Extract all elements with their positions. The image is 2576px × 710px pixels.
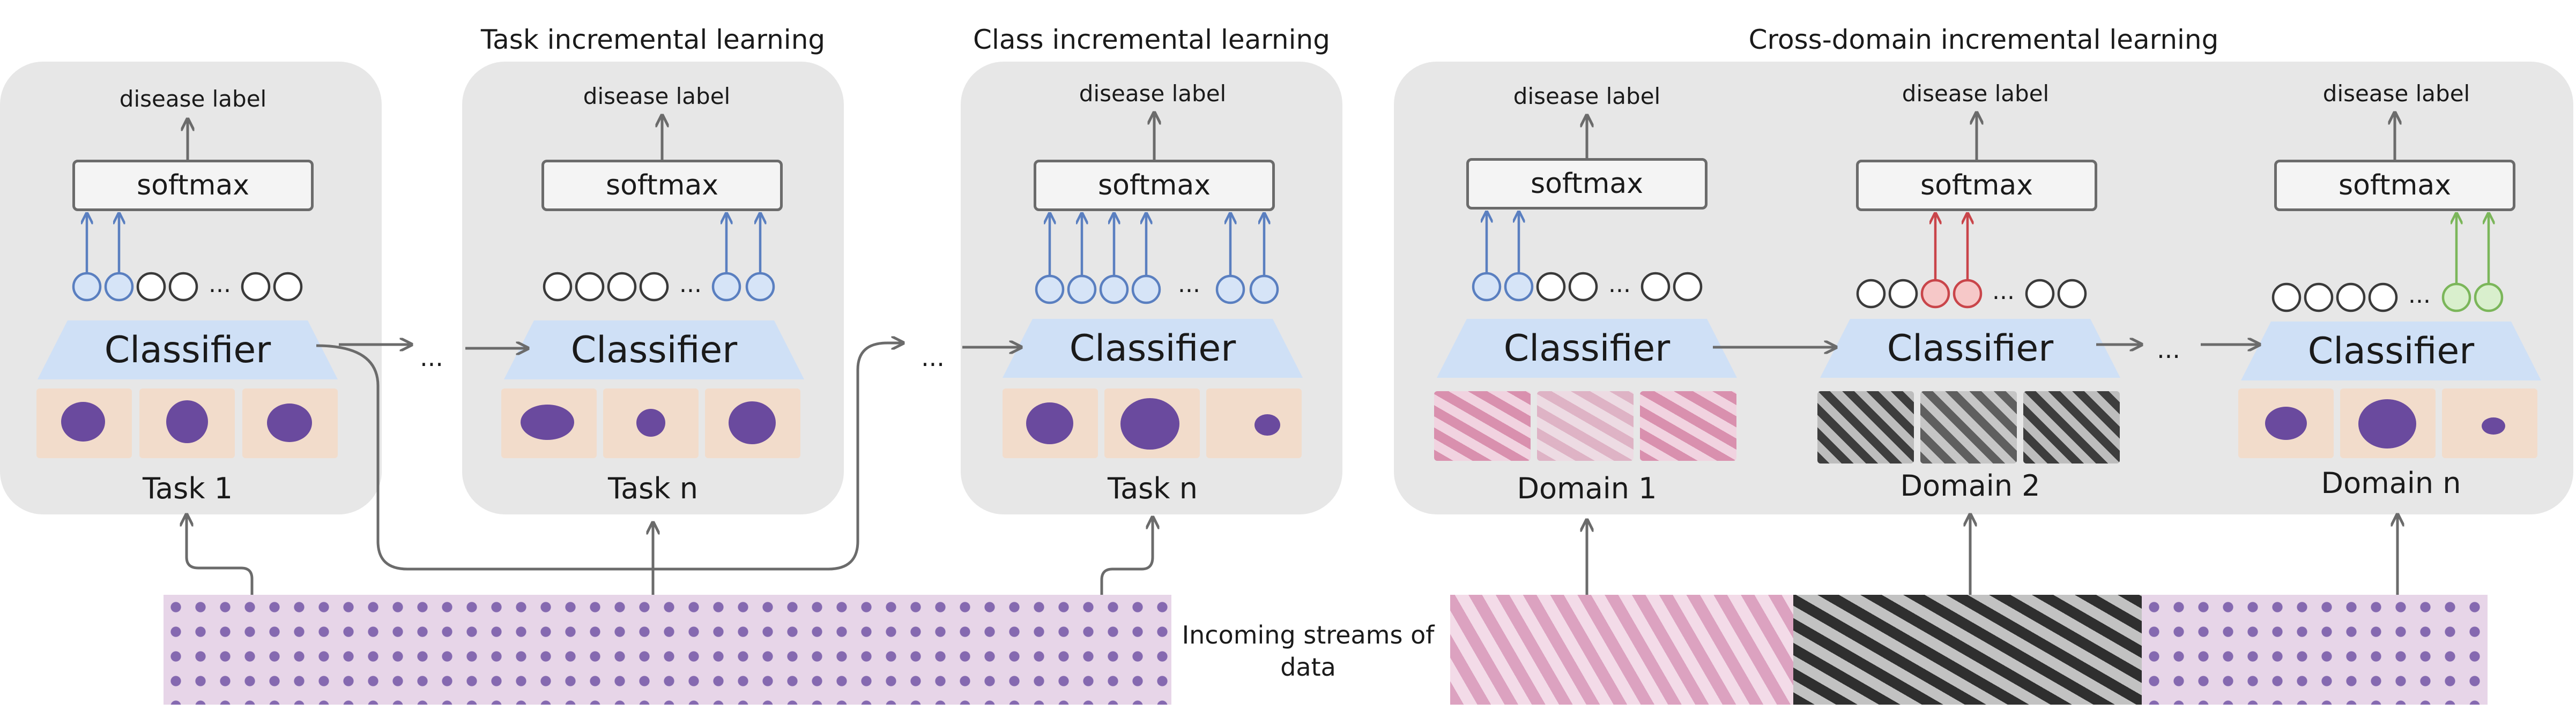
label-domain-n: Domain n [2321,466,2461,500]
disease-label-domain-1: disease label [1513,83,1661,109]
softmax-domain-1: softmax [1466,158,1708,210]
stream-label: Incoming streams of data [1182,621,1435,682]
node-ellipsis: ... [209,271,231,298]
softmax-domain-2: softmax [1856,160,2097,211]
softmax-domain-n: softmax [2274,160,2515,211]
classifier-domain-n: Classifier [2241,322,2541,380]
classifier-domain-1: Classifier [1437,319,1737,378]
sample-image-cell [603,388,699,458]
sample-image-cell [2340,388,2436,458]
label-domain-2: Domain 2 [1900,469,2040,503]
ellipsis-between-tasks: ... [420,343,443,372]
label-class-task-n: Task n [1108,472,1198,505]
sample-image-cell [242,388,338,458]
sample-image-histology [1640,391,1736,461]
sample-image-ct [1817,391,1914,464]
classifier-task-1: Classifier [38,320,338,379]
sample-image-cell [1206,388,1302,458]
sample-image-cell [1003,388,1098,458]
disease-label-domain-n: disease label [2322,80,2470,107]
label-task-1: Task 1 [142,472,233,505]
softmax-class-n: softmax [1034,160,1275,211]
title-class-incremental: Class incremental learning [973,24,1330,55]
title-cross-domain: Cross-domain incremental learning [1748,24,2219,55]
softmax-task-n: softmax [541,160,783,211]
sample-image-cell [36,388,132,458]
softmax-task-1: softmax [72,160,314,211]
node-ellipsis: ... [1992,278,2015,305]
node-ellipsis: ... [1608,271,1631,298]
sample-image-histology [1434,391,1531,461]
node-ellipsis: ... [679,271,702,298]
data-stream-ct [1793,595,2142,705]
node-ellipsis: ... [2408,281,2431,309]
node-ellipsis: ... [1178,271,1200,298]
sample-image-histology [1537,391,1634,461]
classifier-task-n: Classifier [504,320,804,379]
disease-label-task-1: disease label [119,86,267,112]
disease-label-class-n: disease label [1079,80,1227,107]
classifier-class-n: Classifier [1003,319,1303,378]
title-task-incremental: Task incremental learning [480,24,826,55]
disease-label-task-n: disease label [583,83,731,109]
sample-image-cell [139,388,235,458]
ellipsis-between-domains: ... [2157,335,2180,364]
ellipsis-before-class: ... [921,343,945,372]
data-stream-task [164,595,1171,705]
disease-label-domain-2: disease label [1902,80,2050,107]
data-stream-cells [2142,595,2488,705]
label-domain-1: Domain 1 [1517,472,1657,505]
sample-image-cell [1104,388,1200,458]
sample-image-cell [501,388,597,458]
sample-image-ct [2023,391,2120,464]
sample-image-cell [2238,388,2334,458]
sample-image-ct [1920,391,2017,464]
data-stream-histology [1450,595,1793,705]
sample-image-cell [2442,388,2537,458]
label-task-n: Task n [608,472,698,505]
classifier-domain-2: Classifier [1820,319,2120,378]
sample-image-cell [705,388,800,458]
